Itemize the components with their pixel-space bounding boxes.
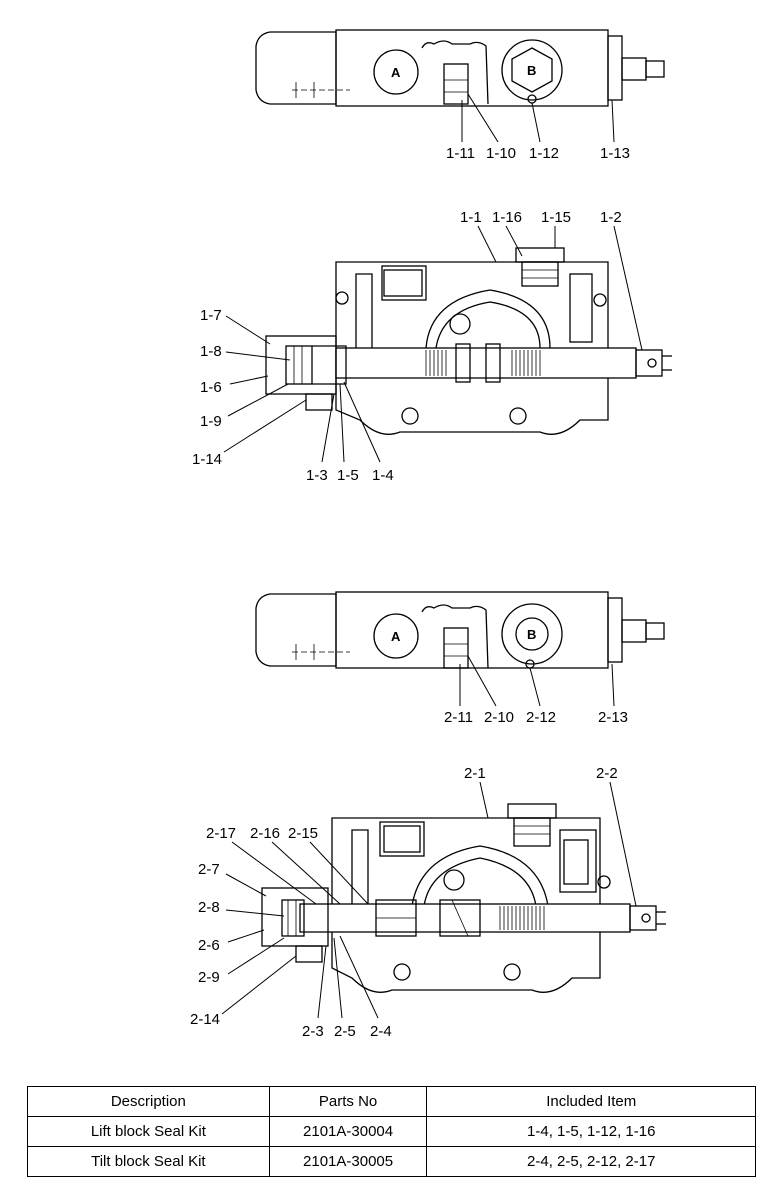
label-1-13: 1-13	[600, 145, 630, 162]
label-1-5: 1-5	[337, 467, 359, 484]
label-2-2: 2-2	[596, 765, 618, 782]
top-view-1: A B 1-11 1-10 1-12 1-13	[255, 29, 665, 162]
label-2-9: 2-9	[198, 969, 220, 986]
label-2-13: 2-13	[598, 709, 628, 726]
table-header-row: Description Parts No Included Item	[27, 1086, 756, 1117]
spool-ribs-1	[425, 350, 541, 376]
label-1-1: 1-1	[460, 209, 482, 226]
label-1-14: 1-14	[192, 451, 222, 468]
label-2-5: 2-5	[334, 1023, 356, 1040]
top-view-2-port-a: A	[391, 629, 401, 644]
top-view-1-port-b: B	[527, 63, 536, 78]
label-1-8: 1-8	[200, 343, 222, 360]
label-1-7: 1-7	[200, 307, 222, 324]
header-parts-no: Parts No	[268, 1086, 428, 1117]
label-1-10: 1-10	[486, 145, 516, 162]
table-row: Lift block Seal Kit 2101A-30004 1-4, 1-5…	[27, 1116, 756, 1147]
label-1-6: 1-6	[200, 379, 222, 396]
section-view-2: 2-1 2-2 2-17 2-16 2-15 2-7 2-8 2-6 2-9 2…	[190, 765, 666, 1040]
label-1-12: 1-12	[529, 145, 559, 162]
label-2-6: 2-6	[198, 937, 220, 954]
label-2-10: 2-10	[484, 709, 514, 726]
label-2-4: 2-4	[370, 1023, 392, 1040]
seal-kit-table: Description Parts No Included Item Lift …	[27, 1086, 756, 1177]
top-view-1-port-a: A	[391, 65, 401, 80]
table-row: Tilt block Seal Kit 2101A-30005 2-4, 2-5…	[27, 1146, 756, 1177]
header-included-item: Included Item	[426, 1086, 756, 1117]
label-1-3: 1-3	[306, 467, 328, 484]
label-1-4: 1-4	[372, 467, 394, 484]
top-view-2-port-b: B	[527, 627, 536, 642]
label-2-8: 2-8	[198, 899, 220, 916]
label-2-1: 2-1	[464, 765, 486, 782]
label-2-17: 2-17	[206, 825, 236, 842]
label-1-9: 1-9	[200, 413, 222, 430]
row-2-included-item: 2-4, 2-5, 2-12, 2-17	[426, 1146, 756, 1177]
section-view-1: 1-1 1-16 1-15 1-2 1-7 1-8 1-6 1-9 1-14 1…	[192, 209, 672, 484]
label-2-7: 2-7	[198, 861, 220, 878]
row-1-parts-no: 2101A-30004	[268, 1116, 428, 1147]
label-1-15: 1-15	[541, 209, 571, 226]
label-1-16: 1-16	[492, 209, 522, 226]
label-2-3: 2-3	[302, 1023, 324, 1040]
row-1-included-item: 1-4, 1-5, 1-12, 1-16	[426, 1116, 756, 1147]
label-1-11: 1-11	[446, 145, 475, 162]
label-2-16: 2-16	[250, 825, 280, 842]
label-2-14: 2-14	[190, 1011, 220, 1028]
label-1-2: 1-2	[600, 209, 622, 226]
spool-ribs-2	[499, 906, 545, 930]
label-2-12: 2-12	[526, 709, 556, 726]
row-2-description: Tilt block Seal Kit	[27, 1146, 270, 1177]
label-2-11: 2-11	[444, 709, 473, 726]
top-view-2: A B 2-11 2-10 2-12 2-13	[255, 591, 665, 726]
header-description: Description	[27, 1086, 270, 1117]
row-2-parts-no: 2101A-30005	[268, 1146, 428, 1177]
label-2-15: 2-15	[288, 825, 318, 842]
row-1-description: Lift block Seal Kit	[27, 1116, 270, 1147]
